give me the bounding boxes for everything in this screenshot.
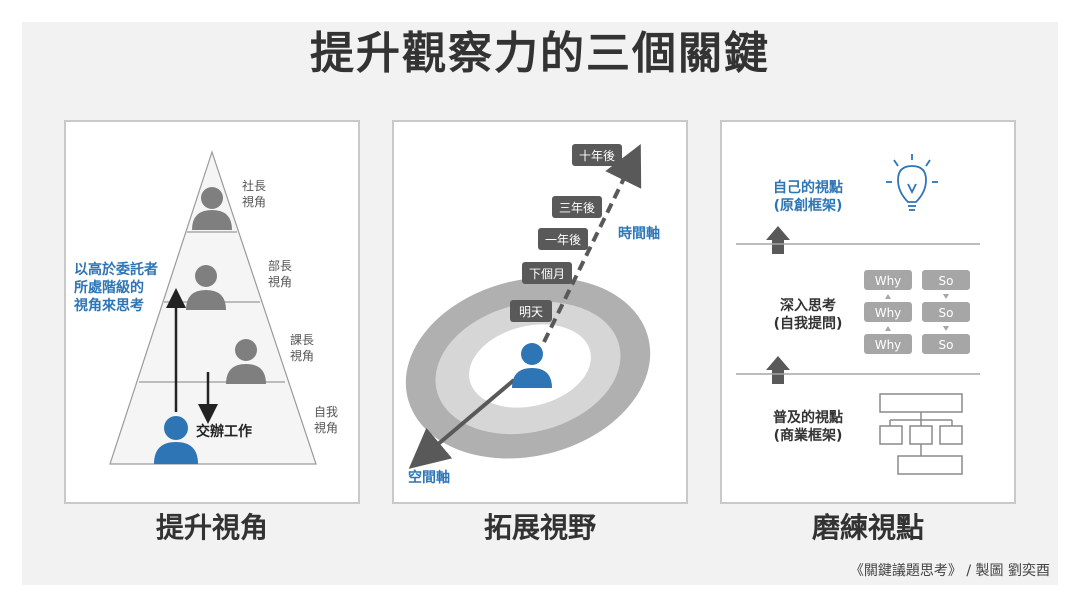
up-arrow-bottom [766,356,790,384]
svg-text:三年後: 三年後 [559,201,595,215]
time-pill-next-month: 下個月 [522,262,572,284]
view-diagram: 十年後 三年後 一年後 下個月 明天 時間軸 空間軸 [405,144,660,486]
lightbulb-icon [886,154,938,211]
panel-broaden-view: 十年後 三年後 一年後 下個月 明天 時間軸 空間軸 [392,120,688,504]
person-icon-section-chief [226,339,266,384]
time-pill-ten-years: 十年後 [572,144,622,166]
level-label-chief-line1: 課長 [290,332,314,347]
own-view-line1: 自己的視點 [773,179,843,196]
level-label-ceo-line1: 社長 [242,178,266,193]
level-label-self-line2: 視角 [314,420,338,435]
left-note-line3: 視角來思考 [73,297,144,314]
person-icon-ceo [192,187,232,230]
level-label-ceo-line2: 視角 [242,194,266,209]
time-pill-tomorrow: 明天 [510,300,552,322]
inner-ring [469,324,591,408]
so-pill: So [939,306,954,320]
svg-text:明天: 明天 [519,305,543,319]
level-label-manager-line1: 部長 [268,258,292,273]
so-pill: So [939,338,954,352]
person-icon-self [154,416,198,464]
svg-text:一年後: 一年後 [545,233,581,247]
panel-refine-viewpoint: 自己的視點 (原創框架) 深入思考 (自我提問) Why So [720,120,1016,504]
source-credit: 《關鍵議題思考》 / 製圖 劉奕酉 [849,563,1050,579]
level-label-manager-line2: 視角 [268,274,292,289]
task-label: 交辦工作 [196,423,252,440]
person-icon-center [512,343,552,388]
left-note-line1: 以高於委託者 [74,261,158,278]
person-icon-manager [186,265,226,310]
space-axis-label: 空間軸 [408,469,450,486]
svg-text:下個月: 下個月 [529,267,565,281]
common-view-line2: (商業框架) [774,427,843,444]
up-arrow-top [766,226,790,254]
level-label-chief-line2: 視角 [290,348,314,363]
why-pill: Why [875,274,902,288]
refine-diagram: 自己的視點 (原創框架) 深入思考 (自我提問) Why So [736,154,980,475]
caption-refine-viewpoint: 磨練視點 [811,511,924,544]
time-pill-three-years: 三年後 [552,196,602,218]
caption-broaden-view: 拓展視野 [483,511,596,544]
level-label-self-line1: 自我 [314,405,338,419]
deep-thinking-line1: 深入思考 [780,297,836,314]
why-pill: Why [875,306,902,320]
left-note-line2: 所處階級的 [74,279,144,296]
own-view-line2: (原創框架) [774,197,843,214]
so-pill: So [939,274,954,288]
panel-raise-viewpoint: 社長 視角 部長 視角 課長 視角 自我 視角 以高於委託者 所處階級的 視角來… [64,120,360,504]
why-so-grid: Why So Why So Why So [864,270,970,354]
why-pill: Why [875,338,902,352]
pyramid-diagram: 社長 視角 部長 視角 課長 視角 自我 視角 以高於委託者 所處階級的 視角來… [73,150,338,465]
space-axis-arrow [408,378,516,469]
caption-raise-viewpoint: 提升視角 [155,511,268,544]
svg-text:十年後: 十年後 [579,149,615,163]
time-axis-arrow [542,144,642,343]
page-title: 提升觀察力的三個關鍵 [310,28,770,79]
deep-thinking-line2: (自我提問) [774,315,843,332]
framework-icon [879,393,963,475]
common-view-line1: 普及的視點 [773,409,843,426]
time-pill-one-year: 一年後 [538,228,588,250]
time-axis-label: 時間軸 [618,225,660,242]
